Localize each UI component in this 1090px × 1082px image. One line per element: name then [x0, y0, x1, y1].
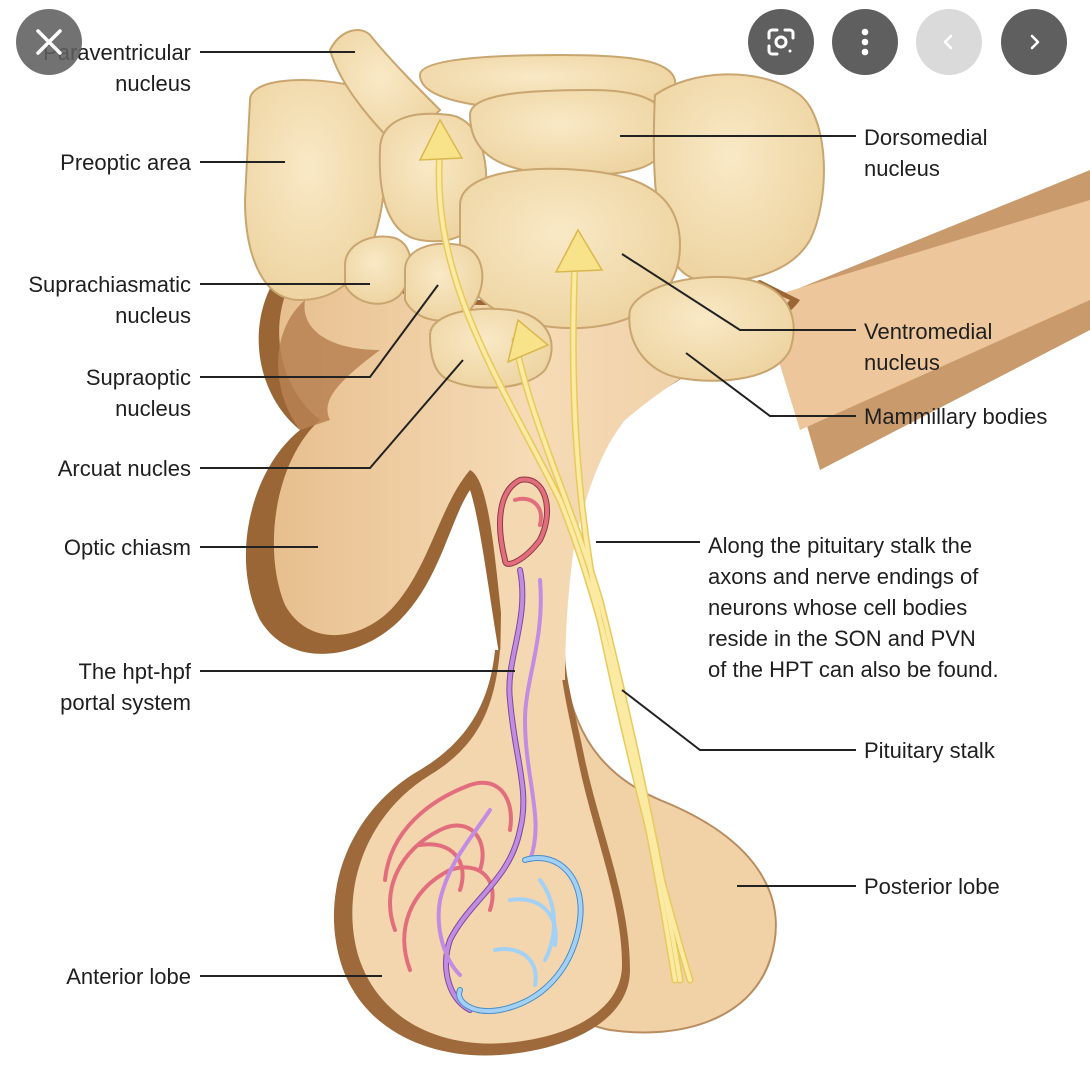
lens-icon — [767, 28, 795, 56]
more-options-button[interactable] — [832, 9, 898, 75]
close-icon — [36, 29, 62, 55]
pituitary-stalk-shape — [495, 470, 590, 680]
label-mammillary-bodies: Mammillary bodies — [864, 404, 1048, 429]
label-pituitary-stalk: Pituitary stalk — [864, 738, 995, 763]
next-image-button[interactable] — [1001, 9, 1067, 75]
label-posterior-lobe: Posterior lobe — [864, 874, 1000, 899]
leader-pituitary-stalk — [621, 689, 856, 751]
label-arcuate: Arcuat nucles — [57, 456, 191, 481]
chevron-right-icon — [1030, 34, 1040, 50]
axon-arrowheads — [418, 118, 604, 364]
label-optic-chiasm: Optic chiasm — [63, 535, 191, 560]
portal-vessels — [383, 476, 584, 1014]
label-anterior-lobe: Anterior lobe — [66, 964, 191, 989]
previous-image-button[interactable] — [916, 9, 982, 75]
stalk-annotation: Along the pituitary stalk the axons and … — [708, 533, 999, 682]
arrowhead-vm — [554, 228, 604, 273]
arrowhead-pvn — [418, 118, 464, 161]
leader-arcuate — [200, 359, 464, 469]
more-vertical-icon — [861, 28, 869, 56]
axon-tract — [435, 146, 694, 984]
visual-search-button[interactable] — [748, 9, 814, 75]
close-button[interactable] — [16, 9, 82, 75]
label-preoptic-area: Preoptic area — [60, 150, 191, 175]
brainstem-band — [760, 170, 1090, 470]
hypothalamic-nuclei — [243, 29, 825, 389]
leader-supraoptic — [200, 284, 439, 378]
leader-lines — [200, 51, 856, 977]
leader-ventromedial — [621, 253, 856, 331]
chevron-left-icon — [943, 34, 953, 50]
leader-mammillary — [685, 352, 856, 417]
arrowhead-son — [506, 318, 550, 364]
